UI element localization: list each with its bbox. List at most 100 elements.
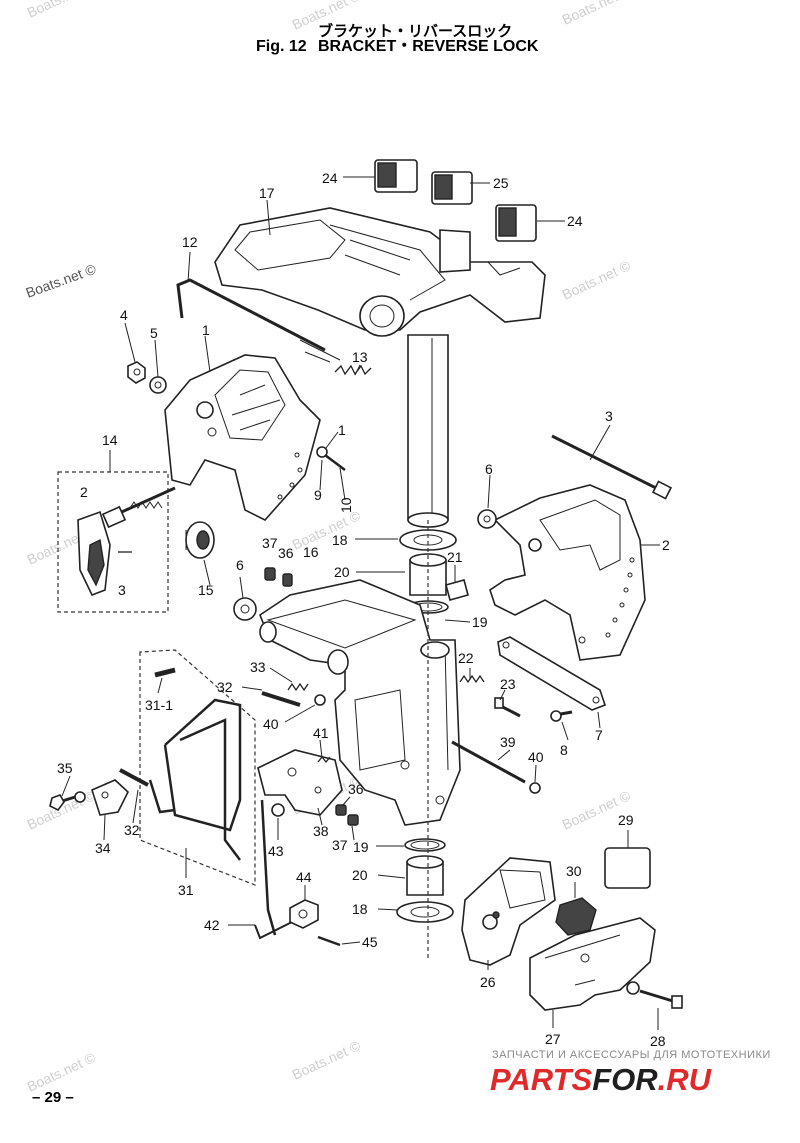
callout-29: 29 [618,812,634,828]
bracket-part-icon [148,667,242,861]
callout-10: 10 [338,497,354,513]
callout-7: 7 [595,727,603,743]
callout-27: 27 [545,1031,561,1047]
bolt-icon [127,361,146,384]
callout-22: 22 [458,650,474,666]
callout-6: 6 [236,557,244,573]
bolt-icon [282,573,293,587]
bolt-icon [551,434,673,500]
bolt-icon [317,935,341,947]
callout-18: 18 [352,901,368,917]
bracket-part-icon [497,636,607,711]
callout-21: 21 [447,549,463,565]
callout-3: 3 [118,582,126,598]
bolt-icon [119,768,149,787]
callout-40: 40 [263,716,279,732]
callout-16: 16 [303,544,319,560]
bracket-part-icon [260,799,277,936]
watermark: Boats.net © [560,257,634,303]
bracket-part-icon [176,278,326,352]
washer-icon [314,694,326,706]
washer-icon [233,597,257,621]
bolt-icon [451,740,526,784]
callout-12: 12 [182,234,198,250]
callout-15: 15 [198,582,214,598]
callout-1: 1 [338,422,346,438]
bracket-part-icon [489,484,646,661]
watermark: Boats.net © [290,1037,364,1083]
callout-33: 33 [250,659,266,675]
callout-31-1: 31-1 [145,697,173,713]
callout-31: 31 [178,882,194,898]
callout-13: 13 [352,349,368,365]
figure-label: Fig. 12 [256,38,307,55]
callout-41: 41 [313,725,329,741]
callout-17: 17 [259,185,275,201]
bracket-part-icon [254,917,301,940]
callout-18: 18 [332,532,348,548]
watermark: Boats.net © [24,260,99,300]
ad-logo-end: .RU [658,1062,713,1097]
ad-tagline: ЗАПЧАСТИ И АКСЕССУАРЫ ДЛЯ МОТОТЕХНИКИ [492,1049,771,1061]
callout-35: 35 [57,760,73,776]
callouts: 24 25 24 17 12 4 5 1 13 1 3 14 2 3 9 10 … [57,170,670,1049]
title-english: BRACKET・REVERSE LOCK [318,38,539,55]
washer-icon [626,981,640,995]
callout-23: 23 [500,676,516,692]
callout-5: 5 [150,325,158,341]
watermark: Boats.net © [25,1049,99,1095]
callout-28: 28 [650,1033,666,1049]
callout-36: 36 [278,545,294,561]
ad-logo: PARTSFOR.RU [490,1062,713,1097]
bracket-part-icon [91,779,129,816]
ad-banner: ЗАПЧАСТИ И АКСЕССУАРЫ ДЛЯ МОТОТЕХНИКИ PA… [490,1049,771,1097]
ad-logo-mid: FOR [592,1062,658,1097]
watermark: Boats.net © [25,0,99,21]
bracket-part-icon [214,207,546,337]
callout-25: 25 [493,175,509,191]
callout-9: 9 [314,487,322,503]
callout-4: 4 [120,307,128,323]
bracket-part-icon [289,899,319,929]
callout-26: 26 [480,974,496,990]
bracket-part-icon [461,857,556,966]
callout-37: 37 [262,535,278,551]
callout-20: 20 [334,564,350,580]
callout-3: 3 [605,408,613,424]
callout-40: 40 [528,749,544,765]
callout-36: 36 [348,781,364,797]
bracket-part-icon [257,749,343,816]
bracket-part-icon [445,579,469,601]
leader-lines [61,176,660,1030]
callout-2: 2 [80,484,88,500]
callout-2: 2 [662,537,670,553]
callout-44: 44 [296,869,312,885]
title-japanese: ブラケット・リバースロック [318,22,512,40]
ad-logo-main: PARTS [490,1062,593,1097]
callout-42: 42 [204,917,220,933]
bracket-part-icon [77,486,176,597]
bracket-part-icon [407,334,449,528]
bolt-icon [639,989,677,1004]
spring-icon [459,674,485,684]
spring-icon [317,755,331,764]
washer-icon [149,376,167,394]
bolt-icon [264,567,276,581]
washer-icon [477,509,497,529]
spring-icon [287,682,309,692]
bracket-part-icon [555,897,597,936]
callout-24: 24 [567,213,583,229]
callout-39: 39 [500,734,516,750]
callout-19: 19 [353,839,369,855]
page-number: – 29 – [32,1089,74,1106]
callout-43: 43 [268,843,284,859]
callout-6: 6 [485,461,493,477]
callout-8: 8 [560,742,568,758]
callout-1: 1 [202,322,210,338]
bracket-part-icon [604,847,651,889]
bolt-icon [335,804,347,816]
bushing-icon [396,838,454,923]
callout-38: 38 [313,823,329,839]
bolt-icon [347,814,359,826]
